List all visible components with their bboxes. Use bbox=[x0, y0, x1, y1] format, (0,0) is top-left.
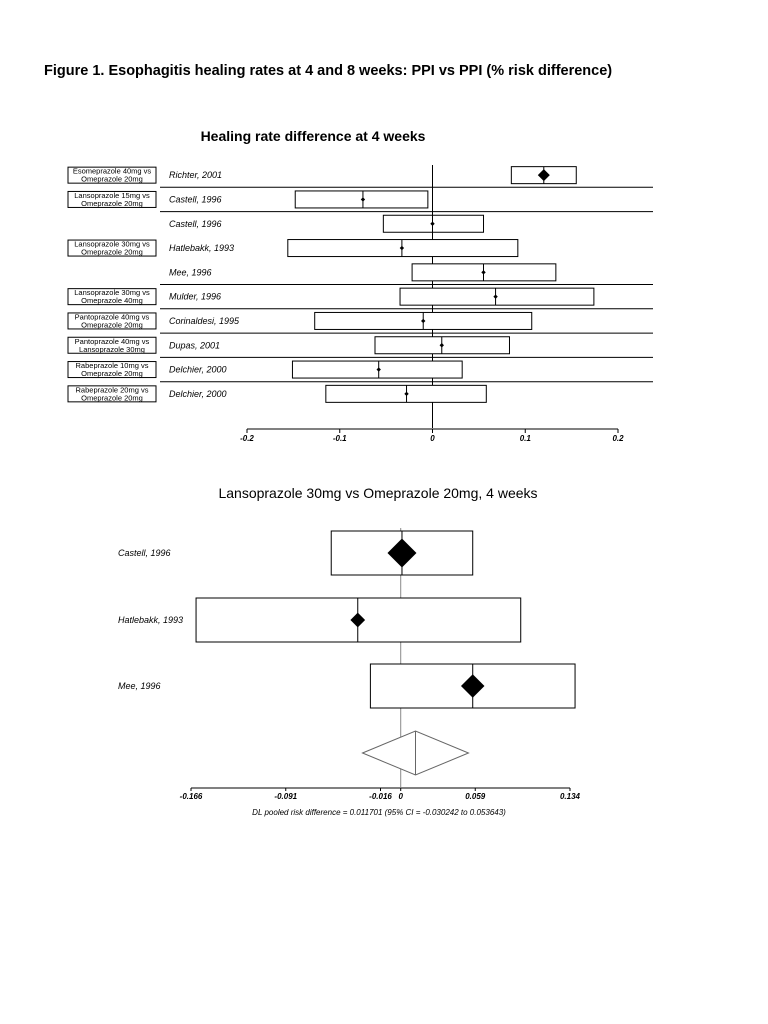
x-tick-label: -0.166 bbox=[180, 792, 203, 801]
comparison-label-box bbox=[67, 336, 157, 354]
study-label: Mee, 1996 bbox=[169, 267, 212, 277]
estimate-marker bbox=[537, 169, 550, 182]
comparison-label: Omeprazole 20mg bbox=[81, 175, 143, 184]
comparison-label: Omeprazole 20mg bbox=[81, 320, 143, 329]
comparison-label-box bbox=[67, 385, 157, 403]
comparison-label-box bbox=[67, 166, 157, 184]
comparison-label: Lansoprazole 30mg bbox=[79, 345, 145, 354]
comparison-label: Omeprazole 20mg bbox=[81, 369, 143, 378]
comparison-label-box bbox=[67, 312, 157, 330]
comparison-label-box bbox=[67, 239, 157, 257]
comparison-label: Rabeprazole 20mg vs bbox=[76, 385, 149, 394]
study-label: Mulder, 1996 bbox=[169, 292, 221, 302]
forest-plot-4-weeks: Healing rate difference at 4 weeks Esome… bbox=[67, 128, 653, 443]
estimate-marker bbox=[460, 674, 485, 698]
estimate-marker bbox=[387, 538, 417, 568]
estimate-marker bbox=[430, 221, 435, 226]
study-label: Richter, 2001 bbox=[169, 170, 222, 180]
chart2-title: Lansoprazole 30mg vs Omeprazole 20mg, 4 … bbox=[218, 485, 537, 501]
chart1-title: Healing rate difference at 4 weeks bbox=[201, 128, 426, 144]
estimate-marker bbox=[399, 245, 405, 251]
comparison-label: Omeprazole 20mg bbox=[81, 248, 143, 257]
x-tick-label: 0.1 bbox=[520, 434, 532, 443]
estimate-marker bbox=[421, 318, 426, 324]
comparison-label: Lansoprazole 15mg vs bbox=[74, 191, 150, 200]
x-tick-label: 0.134 bbox=[560, 792, 581, 801]
estimate-marker bbox=[350, 612, 366, 628]
estimate-marker bbox=[376, 367, 381, 372]
study-label: Castell, 1996 bbox=[169, 219, 222, 229]
comparison-label-box bbox=[67, 190, 157, 208]
study-label: Castell, 1996 bbox=[118, 548, 171, 558]
comparison-label: Lansoprazole 30mg vs bbox=[74, 288, 150, 297]
study-label: Mee, 1996 bbox=[118, 681, 161, 691]
estimate-marker bbox=[404, 391, 409, 397]
comparison-label: Pantoprazole 40mg vs bbox=[75, 312, 150, 321]
comparison-label: Omeprazole 20mg bbox=[81, 393, 143, 402]
study-label: Hatlebakk, 1993 bbox=[169, 243, 234, 253]
x-tick-label: -0.091 bbox=[274, 792, 297, 801]
comparison-label: Rabeprazole 10mg vs bbox=[76, 361, 149, 370]
comparison-label: Omeprazole 40mg bbox=[81, 296, 143, 305]
estimate-marker bbox=[360, 197, 366, 202]
estimate-marker bbox=[481, 270, 486, 275]
x-tick-label: -0.1 bbox=[333, 434, 347, 443]
figure-title: Figure 1. Esophagitis healing rates at 4… bbox=[44, 63, 613, 79]
x-tick-label: -0.016 bbox=[369, 792, 392, 801]
study-label: Castell, 1996 bbox=[169, 194, 222, 204]
estimate-marker bbox=[439, 343, 444, 348]
comparison-label: Omeprazole 20mg bbox=[81, 199, 143, 208]
study-label: Delchier, 2000 bbox=[169, 365, 227, 375]
pooled-estimate-label: DL pooled risk difference = 0.011701 (95… bbox=[252, 808, 506, 817]
comparison-label-box bbox=[67, 288, 157, 306]
comparison-label: Lansoprazole 30mg vs bbox=[74, 240, 150, 249]
study-label: Delchier, 2000 bbox=[169, 389, 227, 399]
x-tick-label: 0.059 bbox=[465, 792, 486, 801]
comparison-label: Esomeprazole 40mg vs bbox=[73, 167, 152, 176]
comparison-label: Pantoprazole 40mg vs bbox=[75, 337, 150, 346]
x-tick-label: 0 bbox=[398, 792, 403, 801]
x-tick-label: 0.2 bbox=[612, 434, 624, 443]
study-label: Hatlebakk, 1993 bbox=[118, 615, 183, 625]
x-tick-label: 0 bbox=[430, 434, 435, 443]
estimate-marker bbox=[493, 294, 498, 299]
study-label: Dupas, 2001 bbox=[169, 340, 220, 350]
x-tick-label: -0.2 bbox=[240, 434, 254, 443]
study-label: Corinaldesi, 1995 bbox=[169, 316, 240, 326]
comparison-label-box bbox=[67, 361, 157, 379]
